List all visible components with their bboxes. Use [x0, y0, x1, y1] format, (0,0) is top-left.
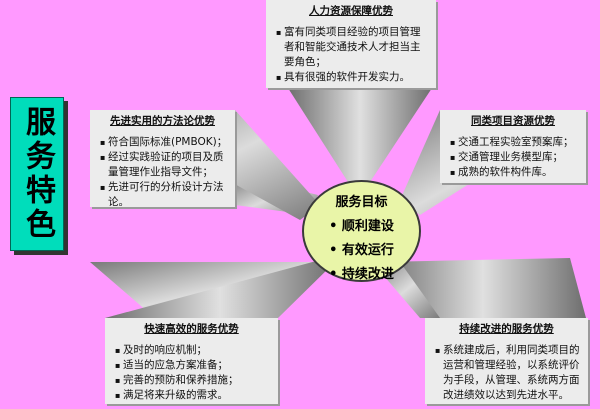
box-title: 同类项目资源优势 — [471, 115, 555, 127]
box-resource-advantage: 同类项目资源优势 交通工程实验室预案库； 交通管理业务模型库； 成熟的软件构件库… — [440, 110, 586, 183]
box-title: 持续改进的服务优势 — [459, 323, 554, 335]
service-goal-title: 服务目标 — [335, 195, 388, 210]
list-item: 满足将来升级的需求。 — [115, 388, 272, 403]
list-item: 成熟的软件构件库。 — [450, 165, 580, 180]
list-item: 完善的预防和保养措施； — [115, 373, 272, 388]
list-item: 符合国际标准(PMBOK)； — [100, 135, 229, 150]
list-item: 交通管理业务模型库； — [450, 150, 580, 165]
spike-bottom-left-body — [105, 260, 335, 318]
service-features-label: 服务特色 — [20, 106, 55, 242]
box-service-advantage: 快速高效的服务优势 及时的响应机制； 适当的应急方案准备； 完善的预防和保养措施… — [105, 318, 278, 404]
service-features-tag: 服务特色 — [10, 97, 64, 251]
goal-item: • 有效运行 — [329, 243, 394, 258]
list-item: 交通工程实验室预案库； — [450, 135, 580, 150]
goal-item: • 顺利建设 — [329, 219, 394, 234]
list-item: 及时的响应机制； — [115, 343, 272, 358]
box-improvement-advantage: 持续改进的服务优势 系统建成后，利用同类项目的运营和管理经验，以系统评价为手段，… — [425, 318, 588, 404]
list-item: 富有同类项目经验的项目管理者和智能交通技术人才担当主要角色； — [276, 25, 430, 70]
box-title: 先进实用的方法论优势 — [110, 115, 215, 127]
list-item: 经过实践验证的项目及质量管理作业指导文件； — [100, 150, 229, 180]
list-item: 适当的应急方案准备； — [115, 358, 272, 373]
list-item: 具有很强的软件开发实力。 — [276, 70, 430, 85]
spike-bottom-right — [380, 258, 586, 318]
list-item: 系统建成后，利用同类项目的运营和管理经验，以系统评价为手段，从管理、系统两方面改… — [435, 343, 582, 403]
box-hr-advantage: 人力资源保障优势 富有同类项目经验的项目管理者和智能交通技术人才担当主要角色； … — [266, 0, 436, 88]
goal-item: • 持续改进 — [329, 267, 394, 282]
box-title: 人力资源保障优势 — [309, 5, 393, 17]
service-goal-oval: 服务目标 • 顺利建设 • 有效运行 • 持续改进 — [302, 180, 421, 282]
spike-top — [288, 88, 432, 182]
box-methodology-advantage: 先进实用的方法论优势 符合国际标准(PMBOK)； 经过实践验证的项目及质量管理… — [90, 110, 235, 210]
box-title: 快速高效的服务优势 — [144, 323, 239, 335]
list-item: 先进可行的分析设计方法论。 — [100, 180, 229, 210]
